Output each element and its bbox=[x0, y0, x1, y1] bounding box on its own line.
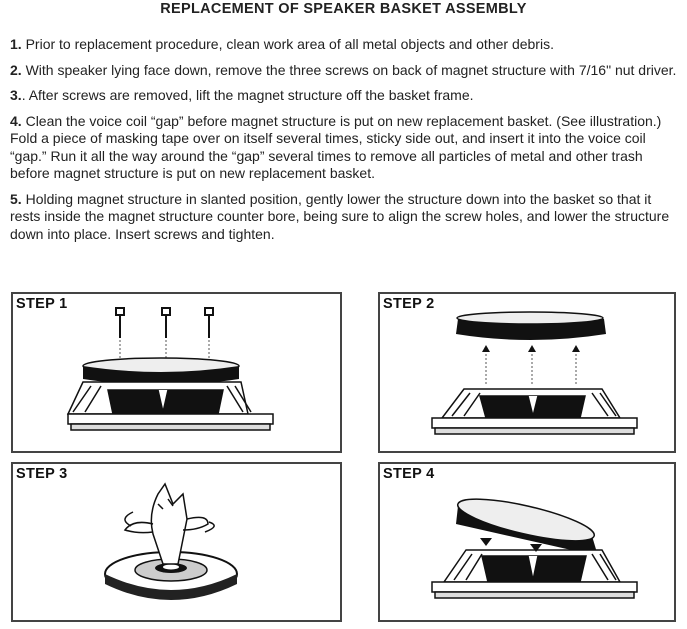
step-1-panel: STEP 1 bbox=[11, 292, 342, 453]
down-arrows bbox=[480, 538, 542, 552]
step-text: With speaker lying face down, remove the… bbox=[21, 61, 677, 78]
step-text: Prior to replacement procedure, clean wo… bbox=[21, 36, 554, 52]
instructions: 1. Prior to replacement procedure, clean… bbox=[10, 36, 682, 251]
step-2-panel: STEP 2 bbox=[378, 292, 676, 453]
instruction-step-3: 3.. After screws are removed, lift the m… bbox=[10, 87, 682, 105]
instruction-step-4: 4. Clean the voice coil “gap” before mag… bbox=[10, 113, 682, 183]
lift-arrows bbox=[485, 350, 577, 386]
hand-with-tape bbox=[123, 482, 209, 565]
step-number: 1. bbox=[10, 36, 22, 52]
rotation-arrow bbox=[124, 511, 215, 533]
step-text: Holding magnet structure in slanted posi… bbox=[10, 190, 670, 242]
step-text: Clean the voice coil “gap” before magnet… bbox=[10, 112, 662, 182]
instruction-step-5: 5. Holding magnet structure in slanted p… bbox=[10, 191, 682, 244]
step-number: 3. bbox=[10, 87, 22, 103]
step-label: STEP 2 bbox=[383, 296, 435, 312]
step-label: STEP 3 bbox=[16, 466, 68, 482]
step-4-panel: STEP 4 bbox=[378, 462, 676, 622]
step-2-illustration bbox=[431, 311, 638, 435]
step-number: 5. bbox=[10, 190, 22, 207]
magnet-structure-slanted bbox=[456, 498, 598, 556]
step-text: . After screws are removed, lift the mag… bbox=[21, 87, 474, 103]
speaker-basket bbox=[66, 381, 274, 431]
screws bbox=[115, 307, 214, 338]
step-1-illustration bbox=[66, 307, 274, 431]
step-3-panel: STEP 3 bbox=[11, 462, 342, 622]
step-4-illustration bbox=[431, 498, 638, 599]
step-label: STEP 1 bbox=[16, 296, 68, 312]
magnet-structure bbox=[456, 311, 606, 340]
step-number: 2. bbox=[10, 61, 22, 78]
instruction-step-1: 1. Prior to replacement procedure, clean… bbox=[10, 36, 682, 54]
arrowheads bbox=[482, 345, 580, 352]
speaker-basket bbox=[431, 388, 638, 435]
magnet-structure bbox=[82, 357, 240, 385]
lift-arrows bbox=[119, 340, 210, 358]
instruction-step-2: 2. With speaker lying face down, remove … bbox=[10, 62, 682, 80]
speaker-basket bbox=[431, 549, 638, 599]
step-number: 4. bbox=[10, 112, 22, 129]
step-3-illustration bbox=[104, 482, 238, 600]
document-title: REPLACEMENT OF SPEAKER BASKET ASSEMBLY bbox=[160, 1, 527, 17]
step-label: STEP 4 bbox=[383, 466, 435, 482]
